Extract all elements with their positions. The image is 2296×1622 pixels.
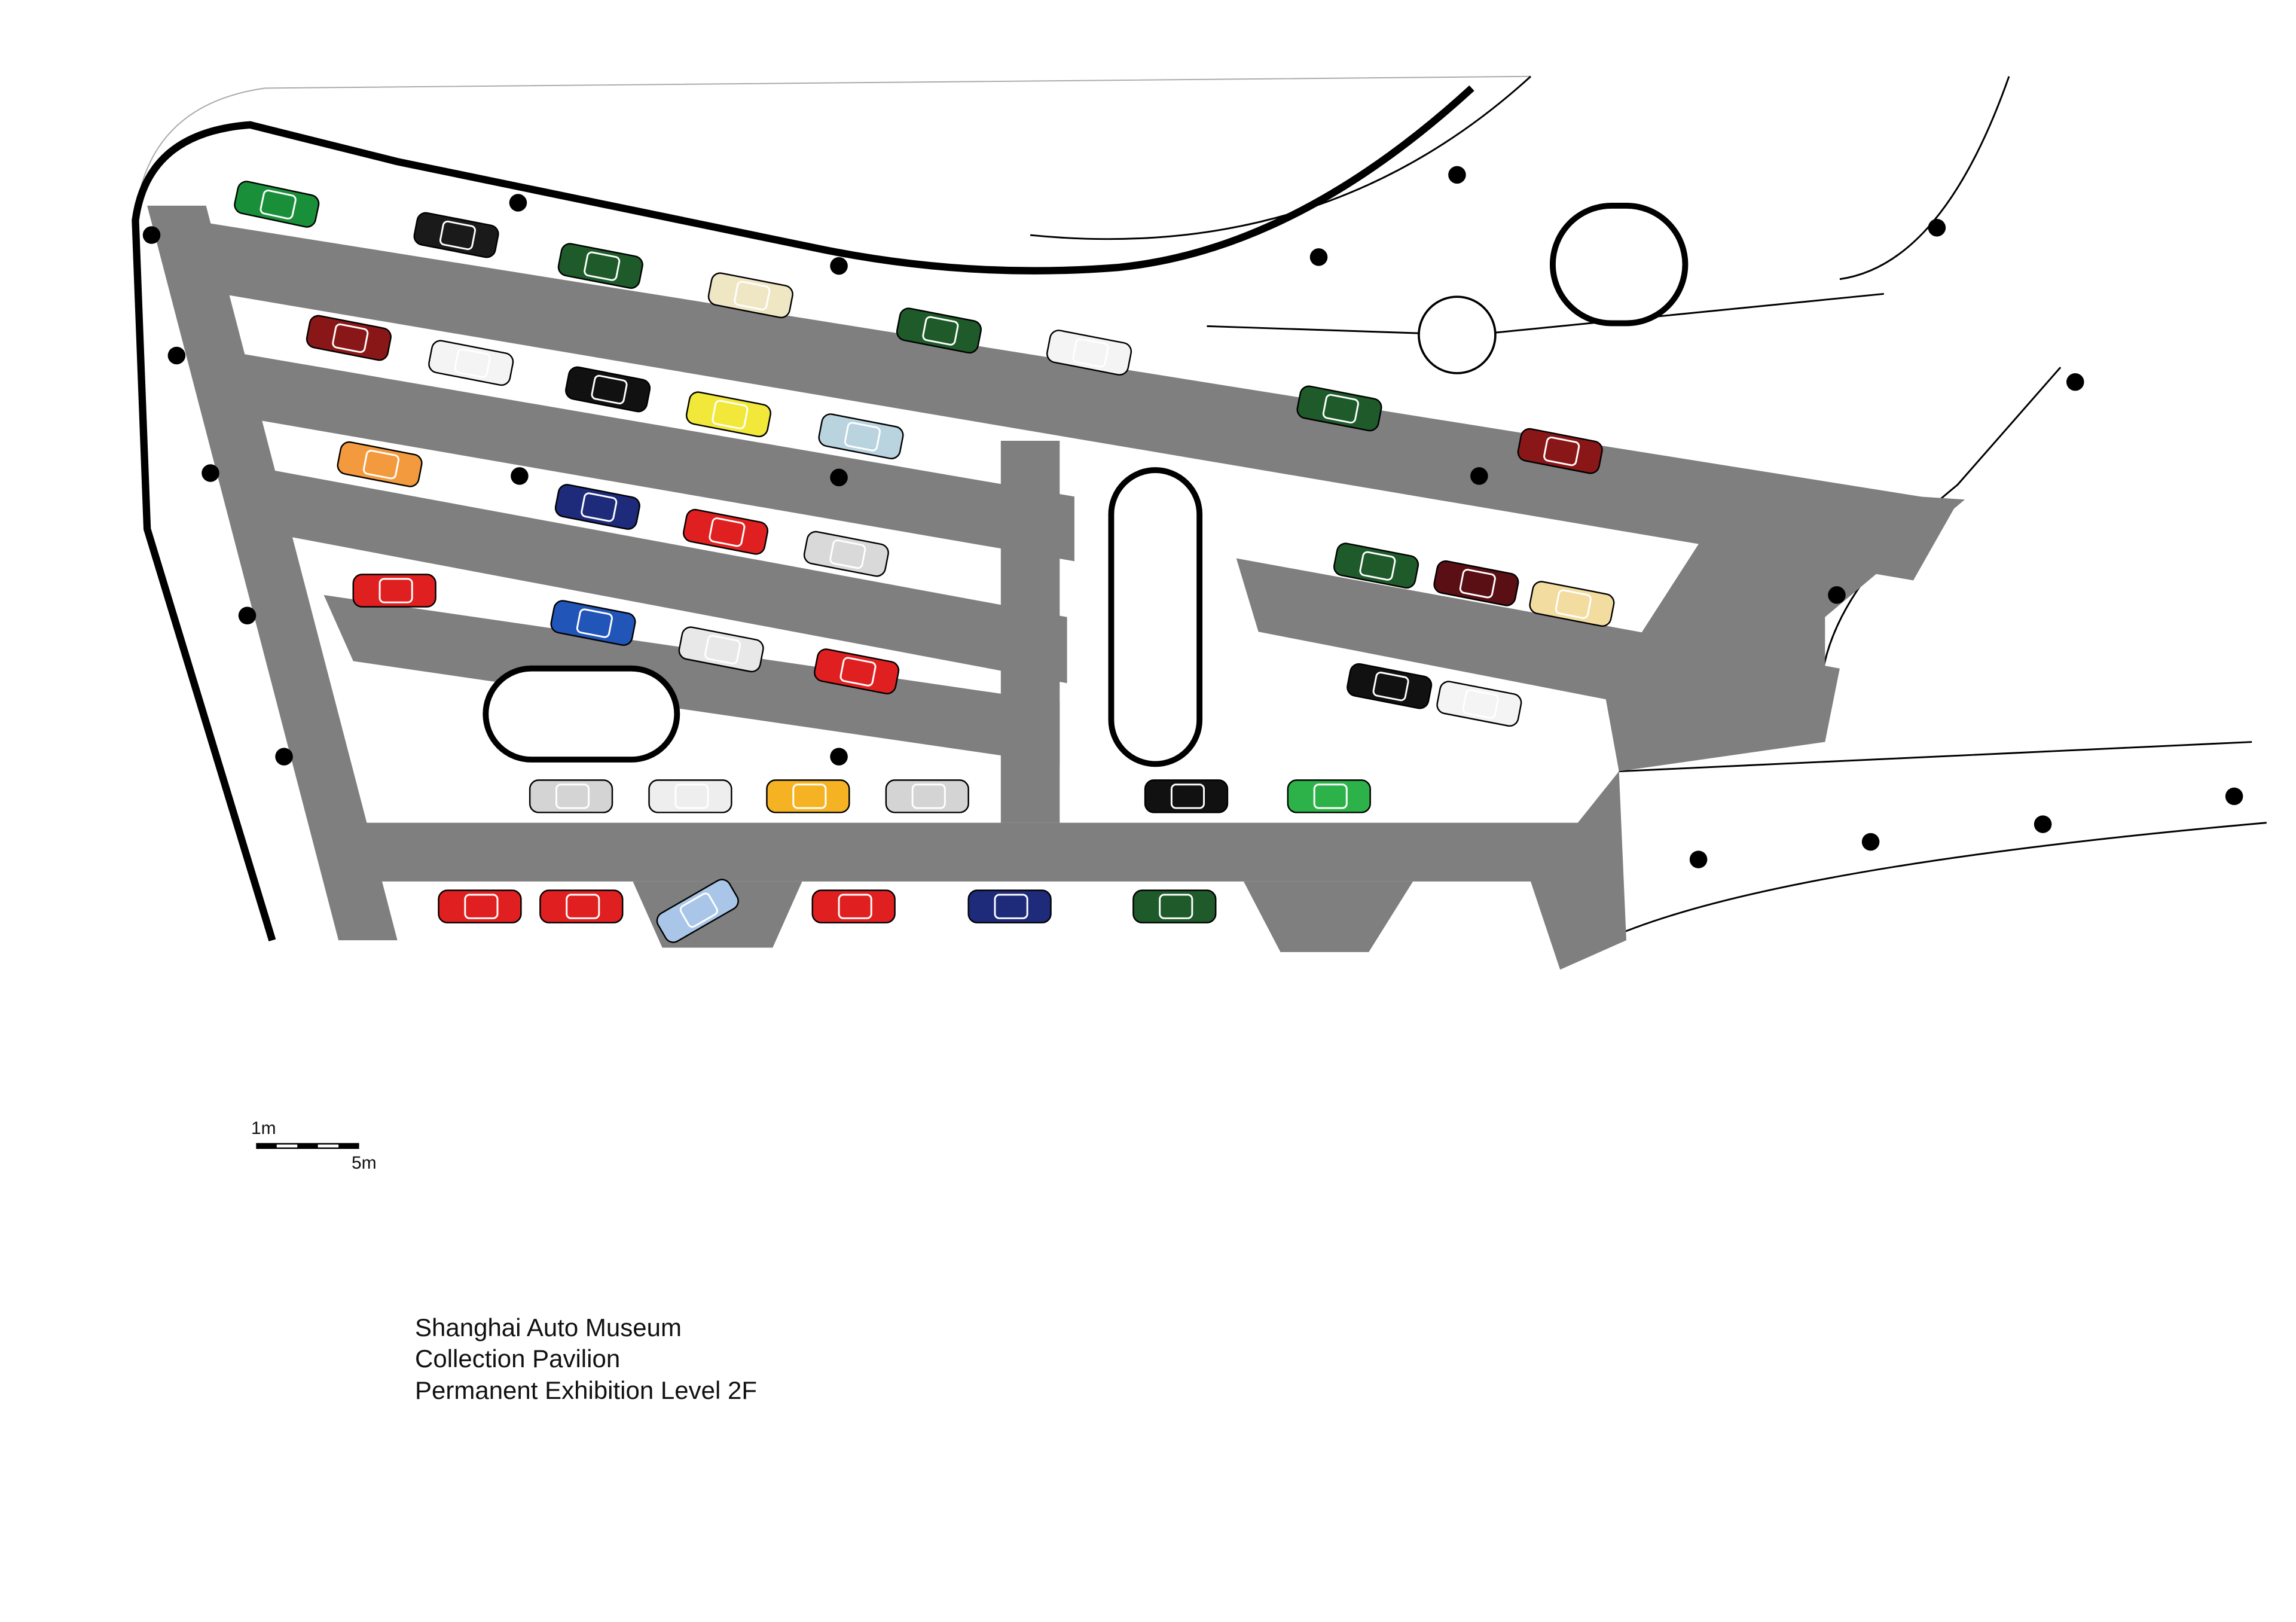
column [167,346,186,365]
gray-circulation [147,205,1965,970]
column [830,468,848,487]
car-exhibit [814,648,900,694]
car-exhibit [648,779,732,813]
car-exhibit [685,391,771,438]
car-exhibit [1347,663,1433,709]
scale-bar [256,1143,359,1149]
column [2066,373,2084,391]
car-exhibit [1287,779,1371,813]
car-exhibit [656,879,739,943]
car-exhibit [438,889,522,923]
column [1861,833,1880,851]
car-exhibit [234,181,320,228]
column [275,748,293,766]
column [1928,219,1946,237]
exterior-wall [132,85,1474,941]
car-exhibit [1046,330,1132,376]
car-exhibit [967,889,1052,923]
columns [142,166,2243,868]
column [1309,248,1328,266]
column [1689,850,1708,868]
car-exhibit [565,366,651,413]
column [1470,467,1488,485]
column [201,464,219,482]
column [830,257,848,275]
car-exhibit [683,508,769,555]
scale-label-5m: 5m [352,1153,377,1173]
car-exhibit [539,889,624,923]
car-exhibit [1436,681,1522,727]
car-exhibit [428,340,514,386]
column [2225,787,2243,806]
title-pavilion: Collection Pavilion [415,1344,621,1373]
car-exhibit [678,626,764,673]
car-exhibit [352,574,436,608]
column [2034,815,2052,833]
car-exhibit [1132,889,1217,923]
car-exhibit [1333,542,1419,589]
column [511,467,529,485]
column [509,194,527,212]
car-exhibit [529,779,613,813]
car-exhibit [1296,385,1382,432]
car-exhibit [707,272,793,319]
car-exhibit [1144,779,1229,813]
car-exhibit [554,484,640,530]
car-exhibit [1529,581,1615,627]
car-exhibit [557,243,643,289]
car-exhibit [811,889,896,923]
column [1828,586,1846,604]
car-exhibit [337,441,423,487]
car-exhibit [896,307,982,354]
car-exhibit [1517,428,1603,474]
car-exhibit [885,779,969,813]
column [1448,166,1466,184]
title-museum: Shanghai Auto Museum [415,1313,682,1341]
car-exhibit [306,315,392,361]
car-exhibit [1433,560,1519,606]
column [238,606,257,625]
car-exhibit [803,530,889,577]
car-exhibit [550,600,636,646]
scale-label-1m: 1m [251,1118,276,1138]
column [830,748,848,766]
column [142,226,161,244]
car-exhibit [818,413,904,459]
stair-cores [483,203,1689,767]
car-exhibit [766,779,850,813]
car-exhibits [234,181,1615,943]
title-level: Permanent Exhibition Level 2F [415,1376,757,1404]
car-exhibit [413,212,499,258]
